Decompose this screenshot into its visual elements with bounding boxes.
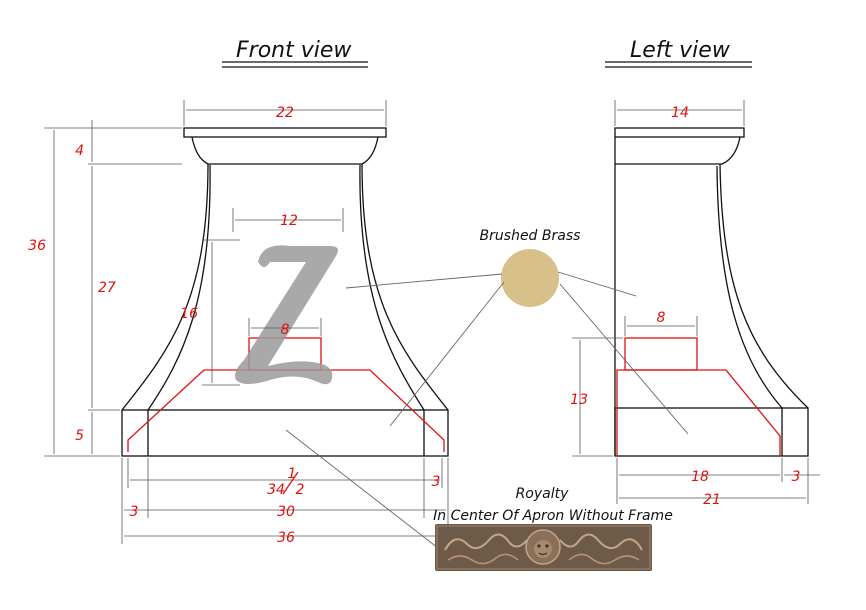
- apron-callout: Royalty In Center Of Apron Without Frame: [285, 429, 673, 571]
- front-apron: [121, 409, 449, 457]
- front-crown-height-label: 4: [75, 143, 84, 159]
- left-view-title: Left view: [630, 38, 731, 63]
- left-crown-curve: [721, 136, 741, 165]
- front-body-left-inner: [147, 164, 211, 411]
- apron-title: Royalty: [516, 486, 570, 502]
- front-duct-height-label: 16: [180, 306, 198, 322]
- left-apron: [614, 407, 809, 457]
- front-top-width-label: 22: [276, 105, 294, 121]
- front-base-height-label: 5: [75, 428, 84, 444]
- leader-apron-plate: [285, 429, 439, 549]
- leader-left-apron: [559, 283, 689, 435]
- front-inner-width-top: 1: [288, 466, 297, 482]
- front-duct-width-label: 8: [281, 322, 290, 338]
- left-liner-outline: [616, 369, 781, 456]
- z-logo-icon: [235, 245, 338, 385]
- front-crown: [183, 127, 387, 138]
- left-liner: [616, 337, 781, 456]
- front-total-height-label: 36: [28, 238, 46, 254]
- left-crown: [614, 127, 745, 138]
- front-inner-width-bottom: 34: [267, 482, 285, 498]
- lion-apron-icon: [435, 524, 652, 571]
- finish-callout: Brushed Brass: [345, 228, 689, 435]
- front-view-title: Front view: [236, 38, 352, 63]
- front-crown-curve-right: [361, 136, 379, 165]
- left-view-outline: [614, 127, 809, 457]
- left-return-label: 3: [792, 469, 801, 485]
- left-body-outer: [719, 163, 809, 409]
- front-crown-curve-left: [191, 136, 209, 165]
- front-body-left-outer: [121, 163, 209, 411]
- front-left-return-label: 3: [130, 504, 139, 520]
- left-overall-depth-label: 21: [703, 492, 721, 508]
- front-liner-outline: [127, 369, 445, 452]
- leader-front-body: [345, 273, 503, 289]
- left-body-inner: [716, 165, 783, 409]
- front-liner: [127, 337, 445, 452]
- brass-swatch-icon: [501, 249, 559, 307]
- left-top-width-label: 14: [671, 105, 689, 121]
- finish-label: Brushed Brass: [480, 228, 581, 244]
- leader-left-body: [557, 271, 637, 297]
- leader-front-apron: [389, 281, 505, 427]
- front-right-return-label: 3: [432, 474, 441, 490]
- front-inner-width-den: 2: [296, 482, 305, 498]
- front-body-width-label: 12: [280, 213, 298, 229]
- left-depth-label: 18: [691, 469, 709, 485]
- apron-note: In Center Of Apron Without Frame: [433, 508, 673, 524]
- left-duct-width-label: 8: [657, 310, 666, 326]
- front-view-outline: [121, 127, 449, 457]
- front-overall-width-label: 36: [277, 530, 295, 546]
- left-liner-height-label: 13: [570, 392, 588, 408]
- front-body-right-inner: [359, 164, 425, 411]
- front-body-height-label: 27: [98, 280, 116, 296]
- front-dimensions: 22 12 8 16 36 4 27 5: [28, 100, 449, 546]
- left-duct-cover: [624, 337, 698, 371]
- left-dimensions: 14 8 13 18 3 21: [570, 100, 820, 508]
- front-view-title-group: Front view: [222, 38, 368, 68]
- left-view-title-group: Left view: [605, 38, 752, 68]
- front-apron-width-label: 30: [277, 504, 295, 520]
- front-body-right-outer: [361, 163, 449, 411]
